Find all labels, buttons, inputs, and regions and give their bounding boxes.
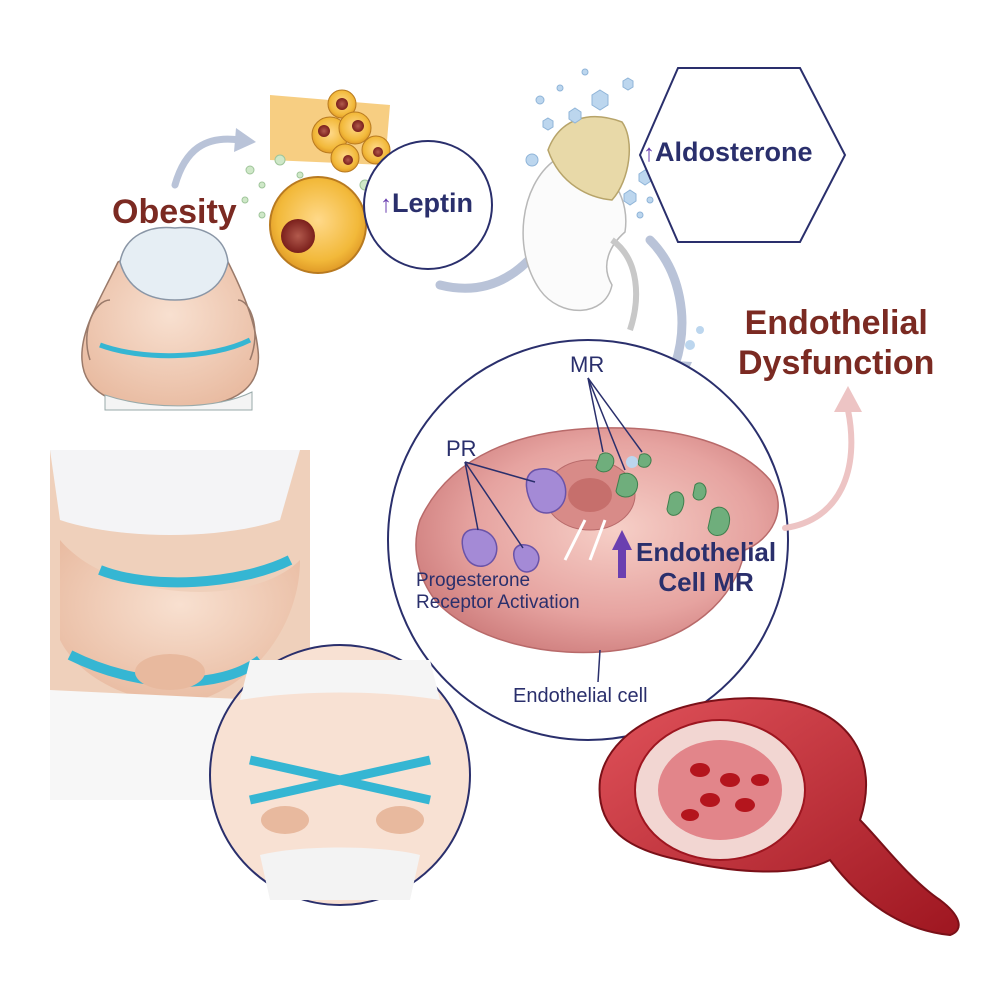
activation-arrows [563,519,607,561]
pr-label: PR [446,436,477,461]
endothelial-cell-mr-line1: Endothelial [636,537,777,567]
progesterone-line2: Receptor Activation [416,592,580,613]
progesterone-receptor-label: Progesterone Receptor Activation [416,570,580,614]
arrow-obesity-to-fat [171,135,244,189]
progesterone-line1: Progesterone [416,570,531,591]
endothelial-dysfunction-line1: Endothelial [744,304,928,342]
arrow-head-obesity [234,128,256,152]
aldosterone-hexagon [638,67,847,243]
blood-vessel-illustration [598,697,960,937]
leptin-up-arrow-icon: ↑ [380,191,392,218]
endothelial-dysfunction-title: Endothelial Dysfunction [738,303,934,383]
endothelial-cell-mr-line2: Cell MR [658,567,754,597]
pr-receptors [461,467,567,573]
aldosterone-label: ↑Aldosterone [643,137,813,167]
adipocyte-cluster [269,89,391,274]
leptin-bubble [363,140,493,270]
endothelial-mr-up-arrow-icon [612,530,632,578]
mr-bound-ligand [626,456,638,468]
obese-torso-illustration [81,226,260,411]
mr-receptors [595,452,730,536]
obesity-label: Obesity [112,193,237,231]
aldosterone-particles [525,68,664,219]
endothelial-cell-mr-label: Endothelial Cell MR [636,537,776,597]
arrow-adrenal-to-cell [645,235,687,370]
arrow-head-dysfunction [834,386,862,412]
kidney-adrenal-illustration [522,115,640,331]
slim-waist-inset [209,644,471,906]
label-pointer-lines [464,377,643,683]
aldosterone-up-arrow-icon: ↑ [643,140,655,167]
endothelial-cell-label: Endothelial cell [513,685,648,707]
arrow-cell-to-dysfunction [782,407,855,531]
endothelial-dysfunction-line2: Dysfunction [738,344,935,382]
leptin-label: ↑Leptin [380,188,473,218]
mr-label: MR [570,352,605,377]
